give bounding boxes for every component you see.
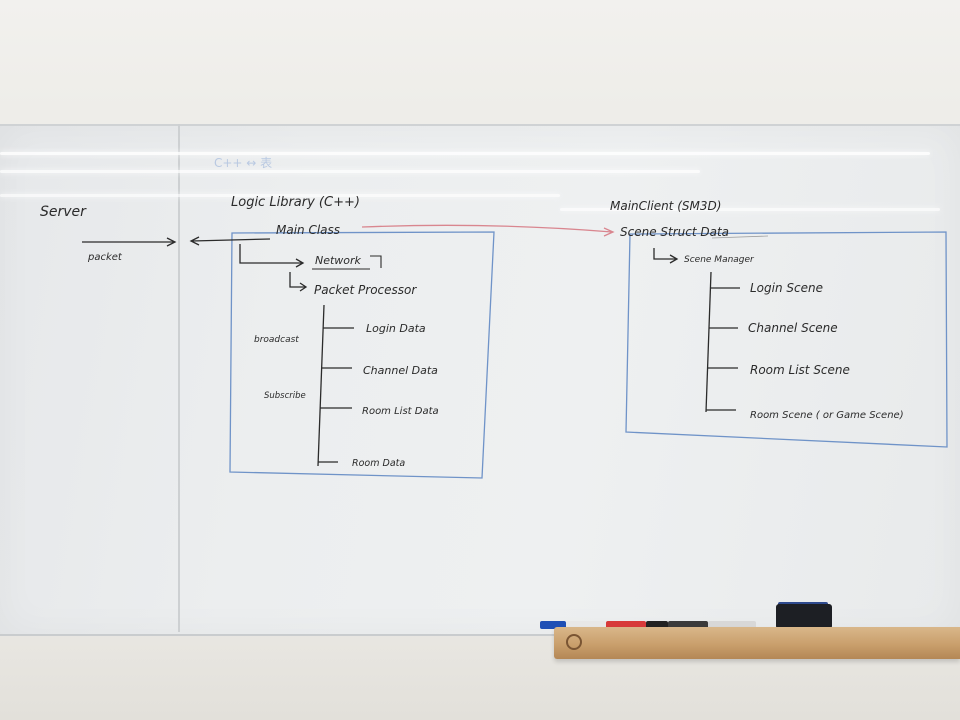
arrow-head xyxy=(166,237,177,247)
whiteboard-eraser xyxy=(776,604,832,629)
packet-processor-connector xyxy=(289,272,305,288)
scene-login: Login Scene xyxy=(750,281,823,295)
scene-room-list: Room List Scene xyxy=(750,363,850,377)
logic-library-box xyxy=(229,231,495,479)
arrow-head xyxy=(603,227,615,237)
arrow-head xyxy=(299,282,308,292)
data-tree-trunk xyxy=(317,304,325,467)
arrow-head xyxy=(669,254,679,264)
heading-logic-library: Logic Library (C++) xyxy=(231,195,360,210)
arrow-head xyxy=(295,258,305,268)
data-item-room: Room Data xyxy=(352,458,405,469)
label-packet-processor: Packet Processor xyxy=(314,283,417,297)
heading-server: Server xyxy=(40,204,87,220)
label-main-class: Main Class xyxy=(276,223,340,237)
light-reflection xyxy=(0,170,700,173)
marker xyxy=(606,621,646,629)
scene-struct-underline xyxy=(711,235,769,239)
whiteboard-panel-seam xyxy=(178,124,180,632)
main-class-to-server-arrow xyxy=(191,238,271,242)
data-item-channel: Channel Data xyxy=(363,364,438,377)
marker xyxy=(668,621,708,629)
main-client-box xyxy=(625,231,948,448)
marker xyxy=(708,621,756,629)
heading-main-client: MainClient (SM3D) xyxy=(610,199,721,213)
light-reflection xyxy=(0,152,930,155)
label-packet: packet xyxy=(87,252,123,263)
scene-manager-connector xyxy=(653,248,676,260)
main-class-to-client-link xyxy=(361,224,613,233)
light-reflection xyxy=(0,194,560,197)
network-connector xyxy=(239,244,302,264)
arrow-head xyxy=(189,236,200,246)
label-scene-manager: Scene Manager xyxy=(684,255,755,265)
marker xyxy=(646,621,668,629)
tray-logo-icon xyxy=(566,634,582,650)
scene-channel: Channel Scene xyxy=(748,321,838,335)
label-scene-struct-data: Scene Struct Data xyxy=(620,225,729,239)
faint-note: C++ ↔ 表 xyxy=(214,156,272,170)
light-reflection xyxy=(560,208,940,211)
network-bracket xyxy=(370,255,382,268)
marker-tray xyxy=(554,627,960,659)
scene-room: Room Scene ( or Game Scene) xyxy=(750,410,904,421)
marker xyxy=(540,621,566,629)
label-network: Network xyxy=(315,254,362,267)
marker xyxy=(566,621,606,629)
scene-tree-trunk xyxy=(705,271,712,413)
label-subscribe: Subscribe xyxy=(264,391,306,401)
label-broadcast: broadcast xyxy=(254,335,299,345)
data-item-login: Login Data xyxy=(366,322,426,335)
data-item-room-list: Room List Data xyxy=(362,406,439,417)
